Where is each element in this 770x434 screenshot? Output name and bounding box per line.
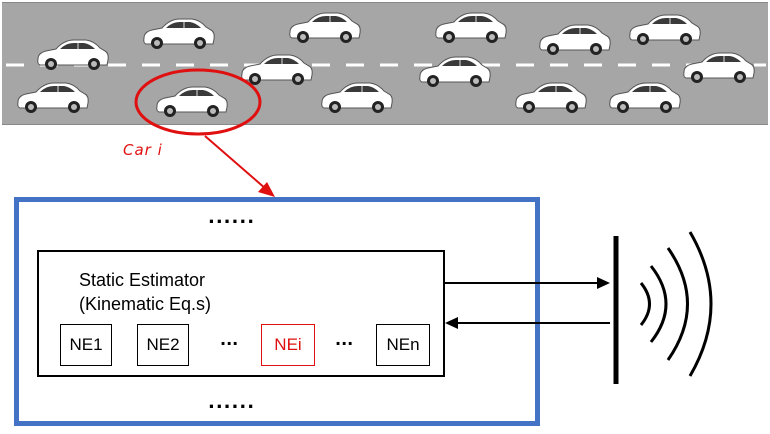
car-icon <box>34 35 110 75</box>
car-i-arrow-head <box>258 182 275 197</box>
car-icon <box>286 8 362 48</box>
car-icon <box>416 52 492 92</box>
ne-box-i: NEi <box>261 324 315 366</box>
estimator-title-line1: Static Estimator <box>79 270 206 290</box>
ne-box-n: NEn <box>376 324 430 366</box>
signal-waves-icon <box>639 231 713 377</box>
car-i-arrow-line <box>204 135 267 190</box>
car-icon <box>14 78 90 118</box>
car-icon <box>432 8 508 48</box>
ne-box-1: NE1 <box>60 324 112 366</box>
estimator-title-line2: (Kinematic Eq.s) <box>79 294 212 314</box>
vehicle-system-box <box>14 197 540 426</box>
car-icon <box>536 20 612 60</box>
car-icon <box>318 78 394 118</box>
bottom-ellipsis: ...... <box>208 392 256 413</box>
car-icon <box>140 14 216 54</box>
car-icon <box>512 78 588 118</box>
car-icon <box>238 50 314 90</box>
car-icon <box>680 48 756 88</box>
estimator-title: Static Estimator (Kinematic Eq.s) <box>79 268 211 316</box>
top-ellipsis: ...... <box>208 207 256 228</box>
car-icon <box>606 78 682 118</box>
ne-ellipsis-2: ... <box>335 330 354 349</box>
car-icon <box>626 10 702 50</box>
car-i-label: Car i <box>123 141 163 159</box>
ne-box-2: NE2 <box>137 324 189 366</box>
ne-ellipsis-1: ... <box>220 330 239 349</box>
car-icon <box>153 82 229 122</box>
outgoing-arrow-head <box>597 277 610 289</box>
